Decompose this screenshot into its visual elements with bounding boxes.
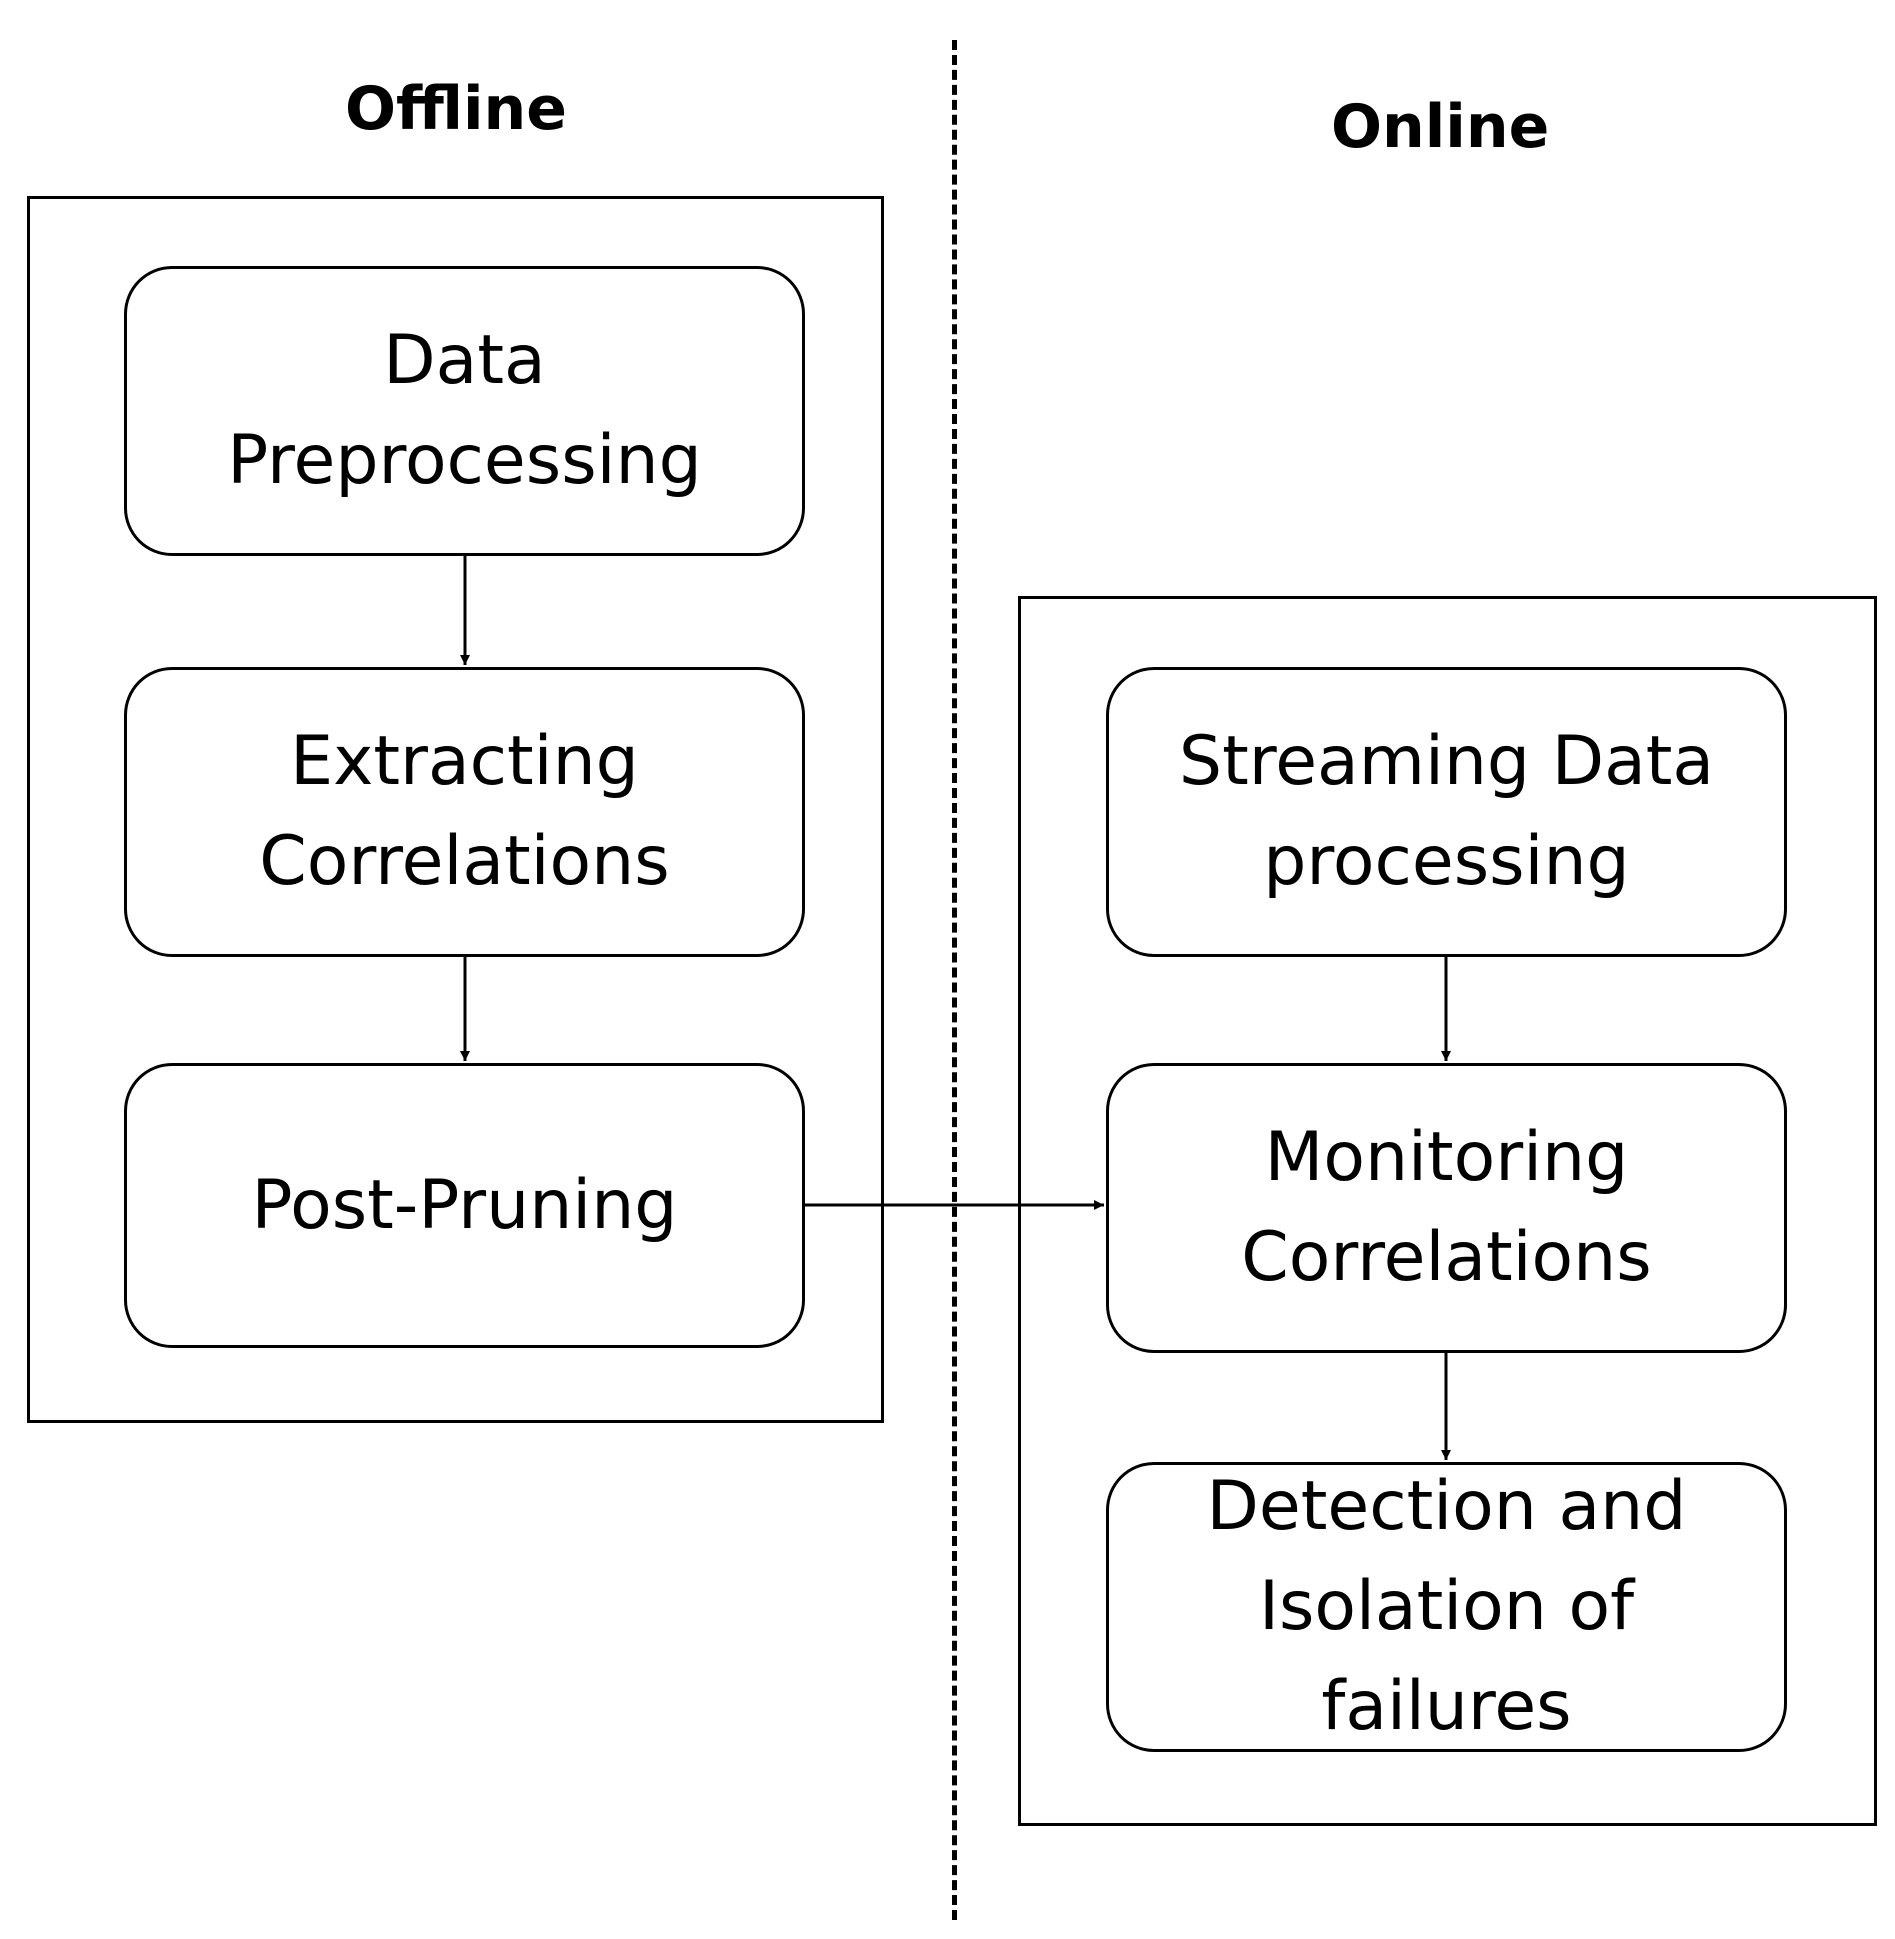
node-streaming-data-processing: Streaming Data processing: [1106, 667, 1787, 957]
node-extracting-correlations-label: Extracting Correlations: [259, 722, 670, 901]
offline-title: Offline: [345, 74, 567, 144]
node-streaming-data-processing-label: Streaming Data processing: [1178, 722, 1715, 901]
online-title: Online: [1331, 92, 1550, 162]
node-extracting-correlations: Extracting Correlations: [124, 667, 805, 957]
node-detection-isolation-label: Detection and Isolation of failures: [1206, 1467, 1687, 1746]
online-group: [1018, 596, 1877, 1826]
offline-online-divider: [952, 40, 957, 1920]
node-monitoring-correlations-label: Monitoring Correlations: [1241, 1118, 1652, 1297]
node-data-preprocessing-label: Data Preprocessing: [227, 321, 702, 500]
node-post-pruning: Post-Pruning: [124, 1063, 805, 1348]
node-post-pruning-label: Post-Pruning: [251, 1165, 678, 1245]
node-detection-isolation: Detection and Isolation of failures: [1106, 1462, 1787, 1752]
node-data-preprocessing: Data Preprocessing: [124, 266, 805, 556]
node-monitoring-correlations: Monitoring Correlations: [1106, 1063, 1787, 1353]
offline-group: [27, 196, 884, 1423]
